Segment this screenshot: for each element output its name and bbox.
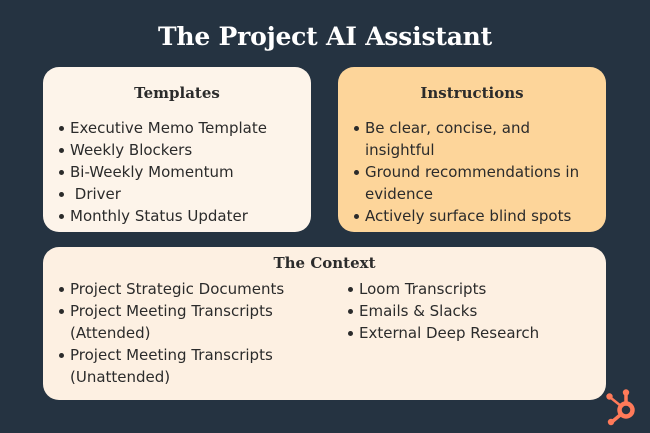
templates-heading: Templates (134, 84, 220, 102)
list-item: Project Strategic Documents (58, 278, 298, 300)
list-item: Emails & Slacks (347, 300, 587, 322)
list-item: Project Meeting Transcripts (Unattended) (58, 344, 298, 388)
list-item: Be clear, concise, and insightful (353, 117, 601, 161)
list-item: Driver (58, 183, 306, 205)
templates-card: Templates Executive Memo Template Weekly… (43, 67, 311, 232)
list-item: Bi-Weekly Momentum (58, 161, 306, 183)
instructions-heading: Instructions (420, 84, 524, 102)
list-item: Weekly Blockers (58, 139, 306, 161)
instructions-card: Instructions Be clear, concise, and insi… (338, 67, 606, 232)
hubspot-sprocket-icon (606, 389, 635, 426)
list-item: Monthly Status Updater (58, 205, 306, 227)
list-item: Actively surface blind spots (353, 205, 601, 227)
context-list-right: Loom Transcripts Emails & Slacks Externa… (347, 278, 587, 344)
list-item: Ground recommendations in evidence (353, 161, 601, 205)
context-list-left: Project Strategic Documents Project Meet… (58, 278, 298, 388)
templates-list: Executive Memo Template Weekly Blockers … (58, 117, 306, 227)
list-item: Loom Transcripts (347, 278, 587, 300)
page-title: The Project AI Assistant (157, 22, 493, 51)
instructions-list: Be clear, concise, and insightful Ground… (353, 117, 601, 227)
list-item: Project Meeting Transcripts (Attended) (58, 300, 298, 344)
context-card: The Context Project Strategic Documents … (43, 247, 606, 400)
list-item: Executive Memo Template (58, 117, 306, 139)
context-heading: The Context (273, 254, 376, 272)
list-item: External Deep Research (347, 322, 587, 344)
